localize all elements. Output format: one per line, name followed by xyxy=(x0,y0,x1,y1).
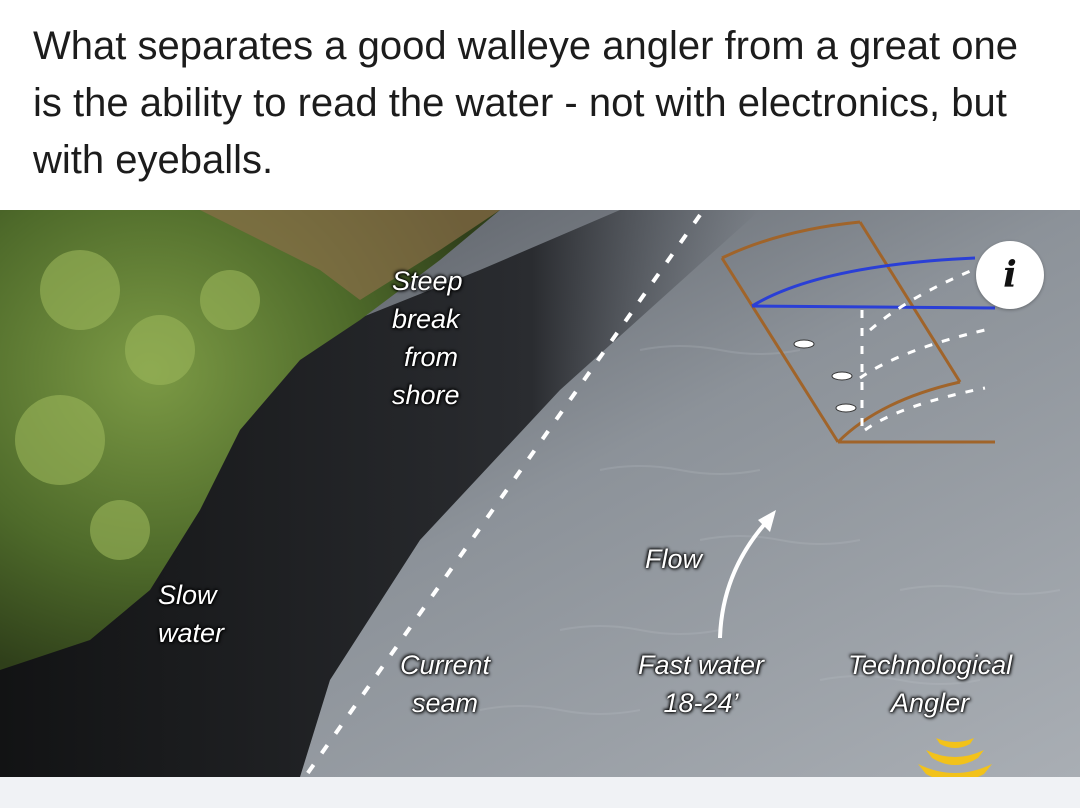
flow-arrow-head xyxy=(758,510,776,532)
label-fast-water-line: Fast water xyxy=(638,650,765,680)
label-flow: Flow xyxy=(645,544,703,574)
label-steep-break-line: shore xyxy=(392,380,460,410)
flow-arrow-shaft xyxy=(718,516,772,639)
label-current-seam-line: Current xyxy=(400,650,491,680)
label-fast-water-line: 18-24’ xyxy=(663,688,739,718)
label-technological-angler-line: Angler xyxy=(891,688,970,718)
bottom-bar xyxy=(0,777,1080,808)
label-technological-angler: Technological Angler xyxy=(848,646,1012,722)
label-steep-break: Steep break from shore xyxy=(392,262,463,414)
blue-surface-line xyxy=(751,304,996,310)
fish-icons xyxy=(793,339,857,413)
dark-water xyxy=(0,210,760,777)
post-text: What separates a good walleye angler fro… xyxy=(33,24,1019,182)
label-steep-break-line: break xyxy=(392,304,460,334)
river-photo[interactable]: Steep break from shore Slow water Flow C… xyxy=(0,210,1080,777)
depth-diagram xyxy=(720,220,996,444)
info-button[interactable]: i xyxy=(976,241,1044,309)
label-current-seam: Current seam xyxy=(400,646,490,722)
sonar-icon xyxy=(918,738,992,777)
dry-brush xyxy=(200,210,500,300)
label-fast-water: Fast water 18-24’ xyxy=(638,646,764,722)
label-steep-break-line: from xyxy=(404,342,458,372)
info-icon: i xyxy=(1003,254,1017,296)
label-slow-water: Slow water xyxy=(158,576,224,652)
label-steep-break-line: Steep xyxy=(392,266,463,296)
current-seam-line xyxy=(303,213,702,777)
foliage xyxy=(15,250,260,560)
blue-curve xyxy=(751,256,976,308)
label-technological-angler-line: Technological xyxy=(848,650,1013,680)
ripples xyxy=(479,345,1061,715)
label-slow-water-line: Slow xyxy=(158,580,217,610)
river-scene xyxy=(0,210,1080,777)
label-current-seam-line: seam xyxy=(412,688,479,718)
label-slow-water-line: water xyxy=(158,618,225,648)
